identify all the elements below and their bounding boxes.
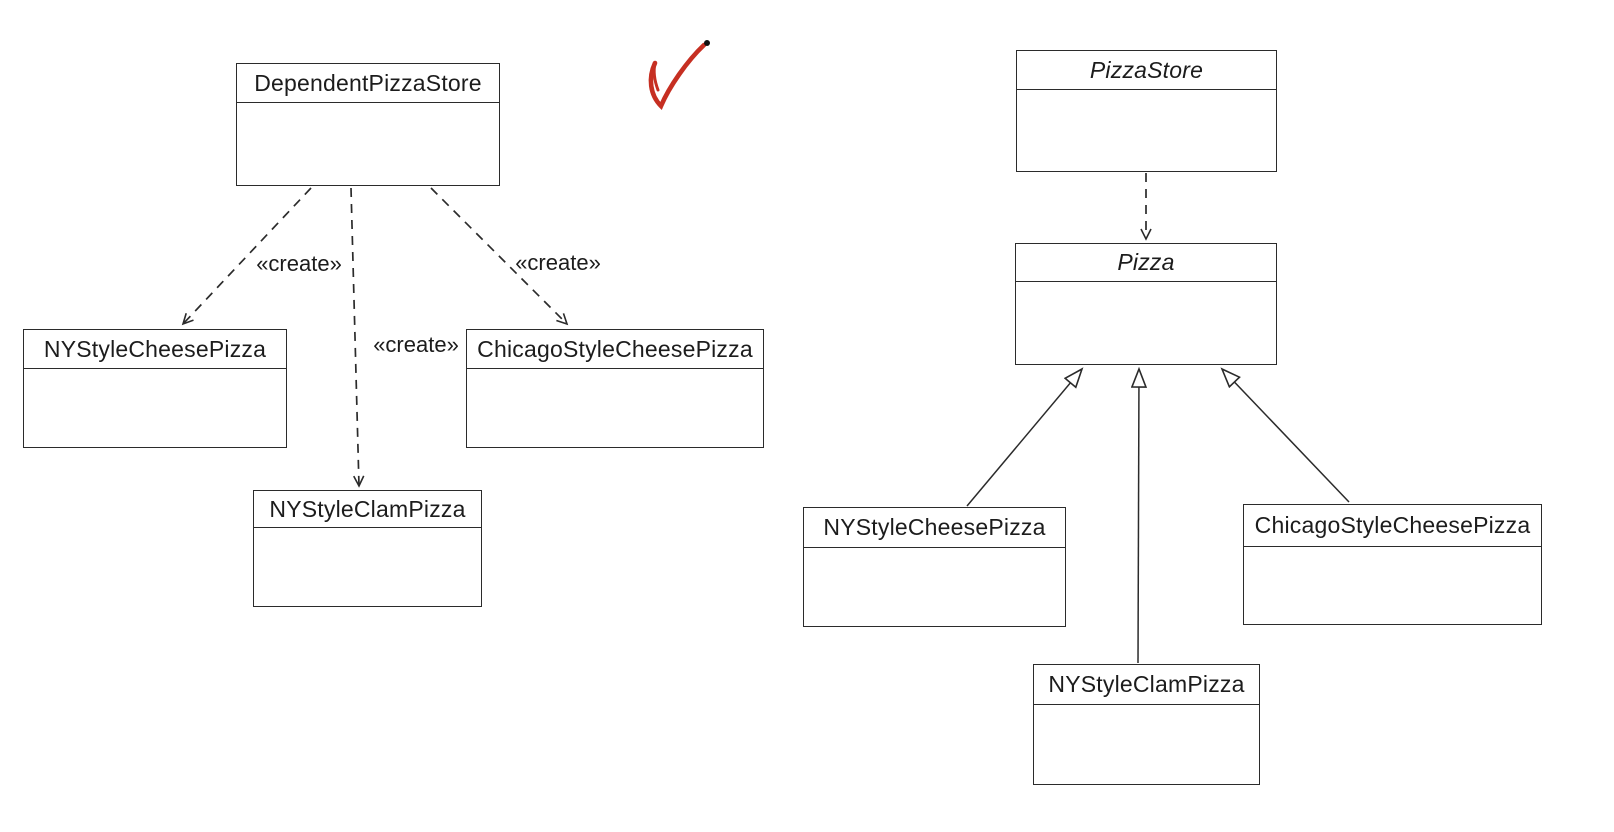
class-body-ny-style-cheese-pizza-subclass	[804, 548, 1065, 626]
class-name-chicago-style-cheese-pizza-subclass: ChicagoStyleCheesePizza	[1244, 505, 1541, 547]
class-box-ny-style-cheese-pizza-subclass: NYStyleCheesePizza	[803, 507, 1066, 627]
edge-create-chicagostylecheesepizza	[430, 187, 569, 326]
class-box-chicago-style-cheese-pizza-subclass: ChicagoStyleCheesePizza	[1243, 504, 1542, 625]
class-body-pizza-store	[1017, 90, 1276, 171]
red-checkmark	[648, 40, 710, 111]
class-name-pizza-store: PizzaStore	[1017, 51, 1276, 90]
class-name-chicago-style-cheese-pizza: ChicagoStyleCheesePizza	[467, 330, 763, 369]
edge-inherit-nystylecheesepizza	[966, 369, 1082, 507]
class-box-ny-style-clam-pizza-subclass: NYStyleClamPizza	[1033, 664, 1260, 785]
class-body-pizza	[1016, 282, 1276, 364]
create-stereotype-label: «create»	[515, 250, 601, 275]
class-body-ny-style-clam-pizza	[254, 528, 481, 606]
class-body-chicago-style-cheese-pizza	[467, 369, 763, 447]
class-box-pizza: Pizza	[1015, 243, 1277, 365]
create-stereotype-label: «create»	[373, 332, 459, 357]
class-name-ny-style-clam-pizza: NYStyleClamPizza	[254, 491, 481, 528]
class-name-dependent-pizza-store: DependentPizzaStore	[237, 64, 499, 103]
edge-inherit-chicagostylecheesepizza	[1222, 369, 1350, 503]
create-stereotype-label: «create»	[256, 251, 342, 276]
edge-inherit-nystyleclampizza	[1138, 369, 1139, 664]
class-box-pizza-store: PizzaStore	[1016, 50, 1277, 172]
class-box-chicago-style-cheese-pizza: ChicagoStyleCheesePizza	[466, 329, 764, 448]
class-box-ny-style-clam-pizza: NYStyleClamPizza	[253, 490, 482, 607]
class-body-dependent-pizza-store	[237, 103, 499, 185]
class-name-pizza: Pizza	[1016, 244, 1276, 282]
class-body-ny-style-cheese-pizza	[24, 369, 286, 447]
class-body-ny-style-clam-pizza-subclass	[1034, 705, 1259, 784]
class-box-ny-style-cheese-pizza: NYStyleCheesePizza	[23, 329, 287, 448]
class-name-ny-style-clam-pizza-subclass: NYStyleClamPizza	[1034, 665, 1259, 705]
class-body-chicago-style-cheese-pizza-subclass	[1244, 547, 1541, 624]
class-box-dependent-pizza-store: DependentPizzaStore	[236, 63, 500, 186]
class-name-ny-style-cheese-pizza: NYStyleCheesePizza	[24, 330, 286, 369]
class-name-ny-style-cheese-pizza-subclass: NYStyleCheesePizza	[804, 508, 1065, 548]
checkmark-dot	[704, 40, 710, 46]
edge-create-nystyleclampizza	[350, 187, 365, 488]
